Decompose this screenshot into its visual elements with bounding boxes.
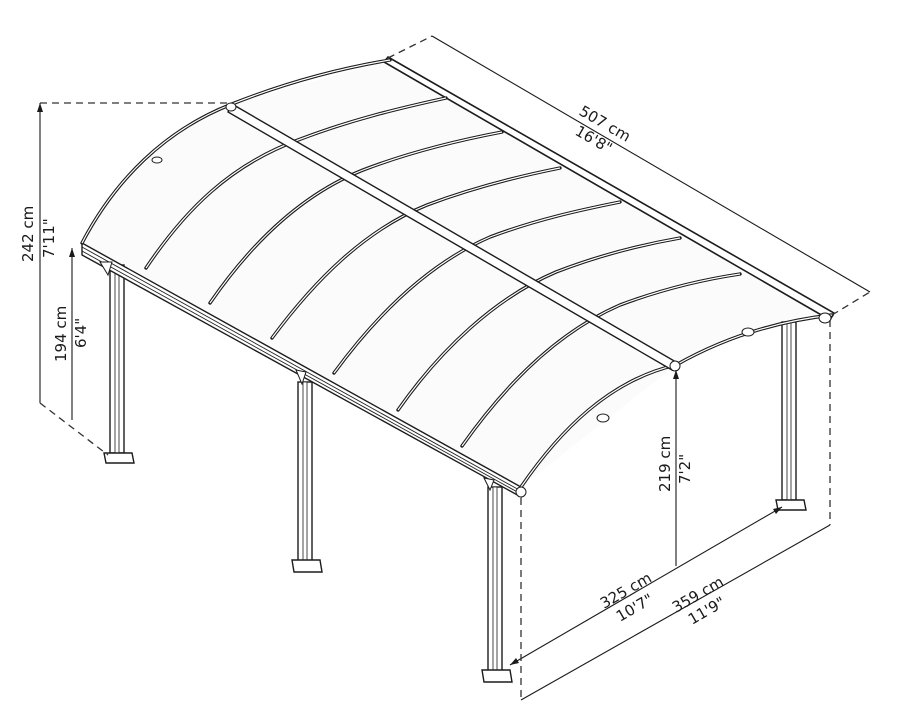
clearance-height-metric: 219 cm [656,436,674,492]
clearance-height-imperial: 7'2" [676,454,694,484]
posts-back [103,264,807,511]
eave-height-imperial: 6'4" [72,318,90,348]
eave-height-metric: 194 cm [52,306,70,362]
overall-height-metric: 242 cm [19,206,37,262]
dimension-post-width: 325 cm 10'7" [509,506,783,666]
overall-height-imperial: 7'11" [40,218,58,258]
dimension-clearance-height: 219 cm 7'2" [656,370,694,566]
roof-panel [82,60,832,487]
centre-beam [151,102,832,498]
dimension-overall-height: 242 cm 7'11" [19,102,230,456]
dimension-eave-height: 194 cm 6'4" [52,248,90,420]
posts-front [291,381,513,683]
